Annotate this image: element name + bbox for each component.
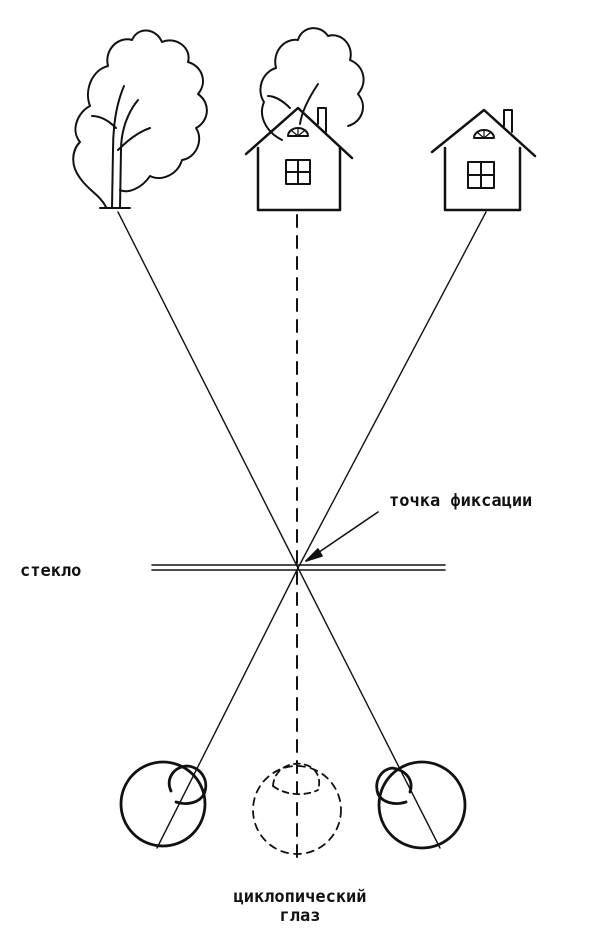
- fixation-point-label: точка фиксации: [389, 492, 532, 511]
- cyclopean-eye-label: циклопический глаз: [220, 888, 380, 925]
- eye-icon: [377, 762, 465, 848]
- sight-lines: [118, 212, 486, 848]
- eye-icon: [121, 762, 206, 846]
- tree-icon: [73, 30, 207, 208]
- right-sight-line: [298, 212, 486, 568]
- left-sight-line: [118, 212, 298, 568]
- left-eye-line: [157, 568, 298, 848]
- cyclopean-eye-label-line2: глаз: [220, 907, 380, 926]
- fixation-arrow: [306, 512, 378, 561]
- cyclopean-eye-label-line1: циклопический: [220, 888, 380, 907]
- glass-label: стекло: [20, 562, 81, 581]
- right-eye-line: [298, 568, 440, 848]
- house-icon: [432, 110, 535, 210]
- house-with-tree-icon: [246, 28, 364, 210]
